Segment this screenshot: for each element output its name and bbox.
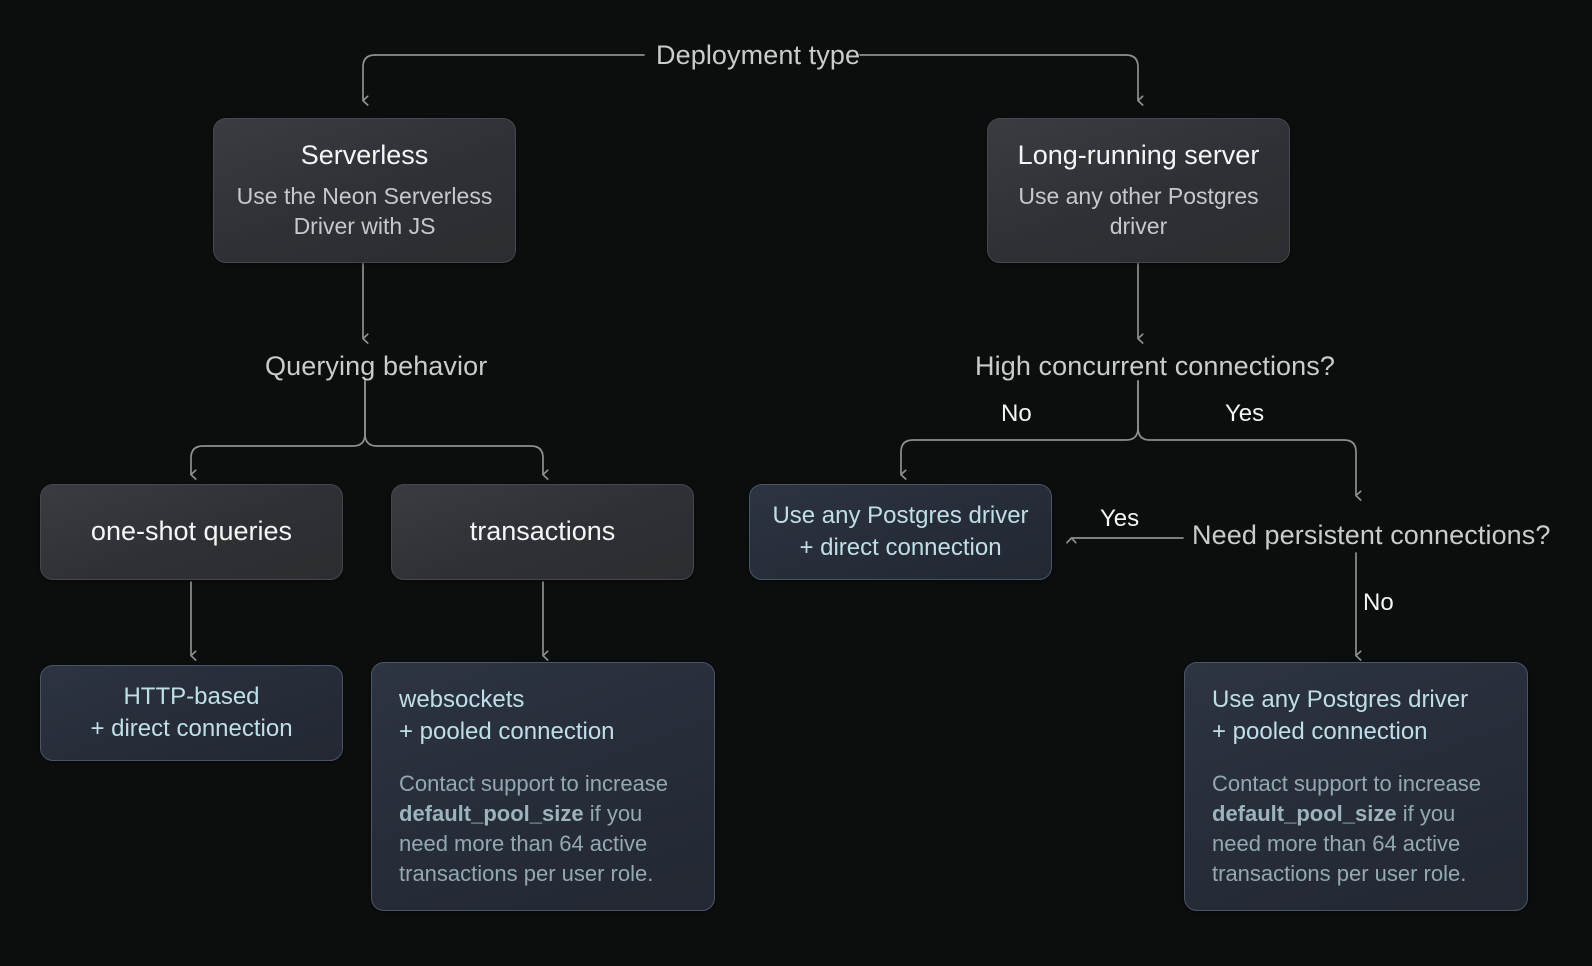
node-http-based[interactable]: HTTP-based + direct connection (40, 665, 343, 761)
wire-root-to-longrunning (1125, 54, 1138, 100)
root-label: Deployment type (656, 40, 861, 70)
node-transactions[interactable]: transactions (391, 484, 694, 580)
wire-concurrent-yes (1137, 380, 1356, 495)
pg-pooled-note: Contact support to increase default_pool… (1212, 769, 1500, 889)
long-running-title: Long-running server (1017, 140, 1260, 171)
serverless-subtitle: Use the Neon Serverless Driver with JS (236, 182, 493, 239)
websockets-note: Contact support to increase default_pool… (399, 769, 687, 889)
edge-label-persistent-yes: Yes (1100, 505, 1140, 532)
wire-querying-to-transactions (364, 380, 543, 474)
node-one-shot-queries[interactable]: one-shot queries (40, 484, 343, 580)
pg-pooled-line2: + pooled connection (1212, 717, 1428, 745)
http-based-line2: + direct connection (90, 715, 293, 742)
pg-direct-line1: Use any Postgres driver (772, 502, 1029, 530)
node-serverless[interactable]: Serverless Use the Neon Serverless Drive… (213, 118, 516, 263)
transactions-title: transactions (469, 516, 616, 547)
websockets-line1: websockets (399, 686, 525, 714)
websockets-note-post: if you need more than 64 active transact… (399, 801, 654, 887)
decision-need-persistent-connections: Need persistent connections? (1192, 520, 1551, 550)
long-running-subtitle: Use any other Postgres driver (1018, 182, 1259, 239)
node-postgres-direct-connection[interactable]: Use any Postgres driver + direct connect… (749, 484, 1052, 580)
wire-querying-to-oneshot (190, 380, 366, 474)
pg-pooled-note-post: if you need more than 64 active transact… (1212, 801, 1467, 887)
edge-label-persistent-no: No (1363, 589, 1394, 616)
edge-label-concurrent-yes: Yes (1225, 400, 1265, 427)
pg-pooled-line1: Use any Postgres driver (1212, 686, 1469, 714)
node-postgres-pooled[interactable]: Use any Postgres driver + pooled connect… (1184, 662, 1528, 911)
pg-direct-line2: + direct connection (799, 534, 1002, 561)
decision-high-concurrent-connections: High concurrent connections? (975, 351, 1336, 381)
wire-root-to-serverless (362, 54, 376, 100)
node-long-running-server[interactable]: Long-running server Use any other Postgr… (987, 118, 1290, 263)
serverless-title: Serverless (300, 140, 429, 171)
edge-label-concurrent-no: No (1001, 400, 1032, 427)
websockets-note-bold: default_pool_size (399, 801, 584, 827)
http-based-line1: HTTP-based (123, 683, 260, 711)
pg-pooled-note-bold: default_pool_size (1212, 801, 1397, 827)
websockets-note-pre: Contact support to increase (399, 771, 669, 797)
decision-querying-behavior: Querying behavior (265, 351, 488, 381)
one-shot-title: one-shot queries (90, 516, 293, 547)
websockets-line2: + pooled connection (399, 717, 615, 745)
node-websockets-pooled[interactable]: websockets + pooled connection Contact s… (371, 662, 715, 911)
pg-pooled-note-pre: Contact support to increase (1212, 771, 1482, 797)
